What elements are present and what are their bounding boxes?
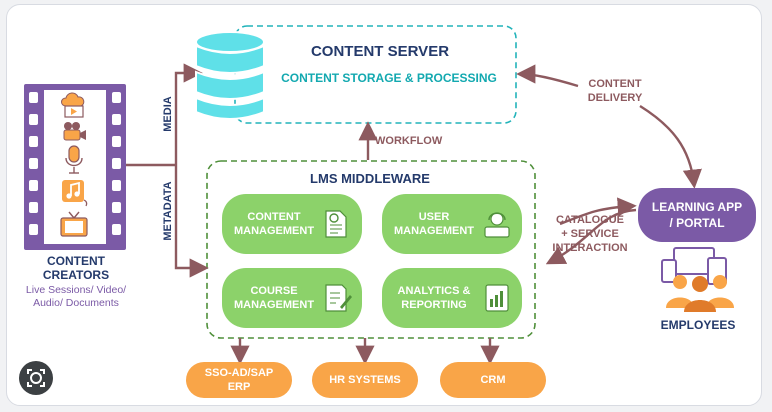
catalogue-label: CATALOGUE + SERVICE INTERACTION (545, 213, 635, 255)
learning-app-line1: LEARNING APP (651, 200, 743, 214)
content-delivery-line1: CONTENT (588, 78, 642, 90)
catalogue-line2: + SERVICE (561, 228, 619, 240)
learning-app-line2: / PORTAL (669, 216, 725, 230)
microphone-icon (65, 145, 83, 174)
content-creators-title-line1: CONTENT (47, 254, 105, 268)
support-agent-icon (484, 212, 510, 238)
media-label: MEDIA (162, 96, 174, 132)
people-group-icon (666, 275, 734, 312)
document-pencil-icon (325, 284, 352, 312)
content-management-module: CONTENT MANAGEMENT (222, 194, 362, 254)
content-creators-desc-line1: Live Sessions/ Video/ (25, 284, 127, 296)
content-server-subtitle: CONTENT STORAGE & PROCESSING (281, 71, 497, 85)
content-management-line1: CONTENT (247, 211, 301, 223)
document-gear-icon (325, 210, 347, 238)
analytics-reporting-line2: REPORTING (401, 299, 467, 311)
content-delivery-arrow-out (639, 104, 702, 189)
analytics-report-icon (485, 284, 509, 312)
video-cloud-icon (61, 92, 85, 118)
lms-middleware-box (206, 160, 536, 339)
lens-icon (27, 369, 45, 387)
sso-line2: ERP (227, 381, 251, 393)
course-management-line2: MANAGEMENT (234, 299, 315, 311)
media-arrow (174, 63, 203, 165)
sso-ad-sap-erp-pill: SSO-AD/SAP ERP (186, 362, 292, 398)
content-delivery-line2: DELIVERY (587, 92, 643, 104)
course-management-line1: COURSE (250, 285, 298, 297)
metadata-arrow (174, 165, 209, 278)
catalogue-line3: INTERACTION (552, 242, 628, 254)
learning-app-portal: LEARNING APP / PORTAL (638, 188, 756, 242)
catalogue-line1: CATALOGUE (555, 214, 625, 226)
lms-middleware-title: LMS MIDDLEWARE (310, 171, 430, 186)
user-management-line1: USER (418, 211, 450, 223)
content-delivery-label: CONTENT DELIVERY (574, 77, 656, 105)
metadata-label: METADATA (162, 181, 174, 241)
database-icon (195, 31, 265, 120)
tv-icon (60, 211, 88, 237)
crm-pill: CRM (440, 362, 546, 398)
catalogue-arrow-out (559, 197, 637, 226)
content-creators-desc: Live Sessions/ Video/ Audio/ Documents (18, 284, 134, 310)
content-creators-title: CONTENT CREATORS (30, 254, 122, 282)
music-note-icon (62, 180, 88, 207)
content-creators-desc-line2: Audio/ Documents (33, 297, 119, 309)
content-management-line2: MANAGEMENT (234, 225, 315, 237)
user-management-line2: MANAGEMENT (393, 225, 475, 237)
employees-label: EMPLOYEES (660, 318, 736, 332)
user-management-module: USER MANAGEMENT (382, 194, 522, 254)
analytics-reporting-line1: ANALYTICS & (397, 285, 471, 297)
course-management-module: COURSE MANAGEMENT (222, 268, 362, 328)
lens-button[interactable] (19, 361, 53, 395)
sso-line1: SSO-AD/SAP (204, 367, 274, 379)
film-strip (24, 84, 126, 250)
hr-systems-pill: HR SYSTEMS (312, 362, 418, 398)
content-creators-title-line2: CREATORS (42, 268, 110, 282)
analytics-reporting-module: ANALYTICS & REPORTING (382, 268, 522, 328)
content-server-title: CONTENT SERVER (310, 43, 450, 60)
camera-icon (63, 122, 86, 141)
content-delivery-arrow-in (516, 64, 579, 88)
devices-icon (661, 247, 727, 285)
workflow-label: WORKFLOW (375, 135, 443, 147)
